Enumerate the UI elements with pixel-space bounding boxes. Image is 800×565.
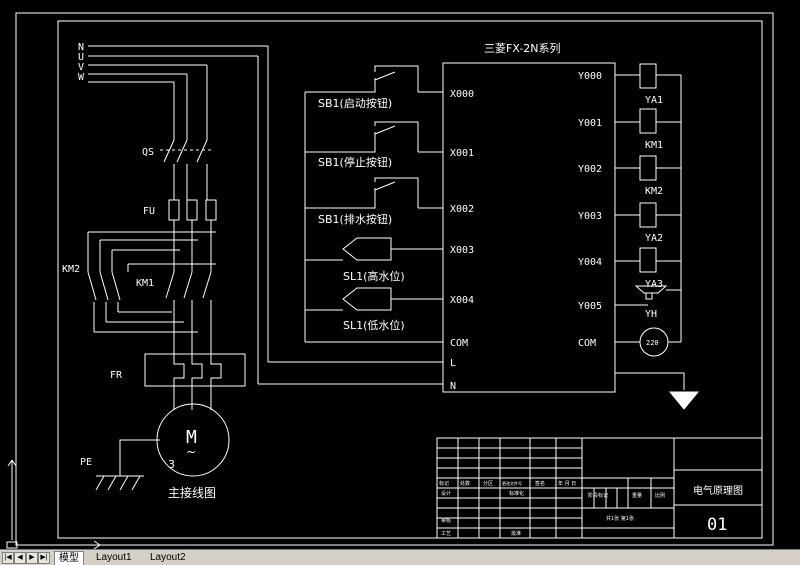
prev-tab-button[interactable]: ◀ — [14, 552, 26, 564]
qs-switch — [160, 139, 212, 200]
port-x001: X001 — [450, 148, 474, 159]
tb-approve: 批准 — [511, 530, 521, 537]
tab-layout1[interactable]: Layout1 — [96, 552, 132, 563]
plc-n-terminal: N — [450, 381, 456, 392]
input-label-x002: SB1(排水按钮) — [318, 212, 392, 226]
last-tab-button[interactable]: ▶| — [38, 552, 50, 564]
tb-drawing-number: 01 — [707, 515, 727, 535]
output-label-ya2: YA2 — [645, 233, 663, 244]
port-x002: X002 — [450, 204, 474, 215]
plc-com-left: COM — [450, 338, 468, 349]
input-label-x003: SL1(高水位) — [343, 269, 405, 283]
input-label-x004: SL1(低水位) — [343, 318, 405, 332]
pe-ground — [95, 439, 160, 491]
title-block-grid — [436, 437, 763, 539]
tb-header-count: 处数 — [460, 480, 470, 487]
output-label-ya1: YA1 — [645, 95, 663, 106]
layout-tab-bar: |◀ ◀ ▶ ▶| 模型 Layout1 Layout2 — [0, 549, 800, 565]
plc-title: 三菱FX-2N系列 — [484, 41, 561, 55]
tb-header-zone: 分区 — [483, 480, 493, 487]
fu-fuses — [168, 199, 217, 272]
tb-header-mark: 标记 — [439, 480, 449, 487]
input-wiring — [304, 65, 443, 343]
outer-frame — [15, 12, 774, 546]
bus-u-label: U — [78, 52, 84, 63]
km1-contactor — [127, 263, 216, 354]
input-label-x000: SB1(启动按钮) — [318, 96, 392, 110]
output-label-km2: KM2 — [645, 186, 663, 197]
km2-contactor — [87, 231, 216, 333]
tb-standard: 标准化 — [509, 490, 524, 497]
tab-layout2[interactable]: Layout2 — [150, 552, 186, 563]
port-y002: Y002 — [578, 164, 602, 175]
fu-label: FU — [143, 206, 155, 217]
tb-sheets: 共1张 第1张 — [606, 515, 634, 522]
pe-label: PE — [80, 457, 92, 468]
inner-frame — [57, 20, 763, 539]
qs-label: QS — [142, 147, 154, 158]
km2-label: KM2 — [62, 264, 80, 275]
tb-header-sign: 签名 — [535, 480, 545, 487]
next-tab-button[interactable]: ▶ — [26, 552, 38, 564]
port-x004: X004 — [450, 295, 474, 306]
bus-w-label: W — [78, 72, 85, 83]
main-circuit-caption: 主接线图 — [168, 485, 216, 500]
tb-weight: 重量 — [632, 492, 642, 499]
port-y003: Y003 — [578, 211, 602, 222]
tb-header-change-doc: 更改文件号 — [502, 480, 522, 486]
port-y001: Y001 — [578, 118, 602, 129]
fr-thermal-relay — [144, 353, 246, 410]
tab-model[interactable]: 模型 — [54, 551, 84, 565]
supply-voltage-label: 220 — [646, 339, 659, 347]
tb-drawing-name: 电气原理图 — [693, 484, 743, 497]
port-x003: X003 — [450, 245, 474, 256]
ucs-icon — [6, 459, 101, 549]
tb-check: 审核 — [441, 517, 451, 524]
fr-label: FR — [110, 370, 123, 381]
motor-sub-label: ~ — [186, 445, 196, 459]
port-y005: Y005 — [578, 301, 602, 312]
km1-label: KM1 — [136, 278, 154, 289]
port-y004: Y004 — [578, 257, 602, 268]
plc-l-terminal: L — [450, 358, 456, 369]
motor-phase-number: 3 — [168, 458, 175, 471]
tb-scale: 比例 — [655, 492, 665, 499]
port-x000: X000 — [450, 89, 474, 100]
plc-body — [442, 62, 616, 393]
first-tab-button[interactable]: |◀ — [2, 552, 14, 564]
power-bus — [88, 45, 443, 385]
tb-header-date: 年 月 日 — [558, 480, 576, 487]
bus-n-label: N — [78, 42, 84, 53]
plc-com-right: COM — [578, 338, 596, 349]
port-y000: Y000 — [578, 71, 602, 82]
tb-process: 工艺 — [441, 531, 451, 537]
output-label-km1: KM1 — [645, 140, 663, 151]
input-label-x001: SB1(停止按钮) — [318, 155, 392, 169]
output-wiring — [615, 63, 700, 410]
bus-v-label: V — [78, 62, 84, 73]
tb-designer: 设计 — [441, 490, 451, 497]
motor-label: M — [186, 427, 197, 448]
tb-stage: 阶段标记 — [588, 492, 608, 499]
schematic-canvas: N U V W QS FU KM2 KM1 FR M ~ 3 PE 主接线图 三… — [6, 12, 774, 549]
output-label-yh: YH — [645, 309, 657, 320]
output-label-ya3: YA3 — [645, 279, 663, 290]
